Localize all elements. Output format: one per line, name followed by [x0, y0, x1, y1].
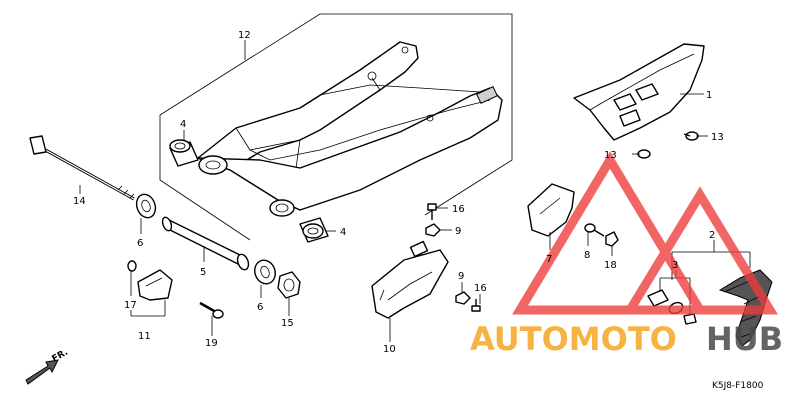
callout-11: 11: [138, 331, 151, 342]
bracket-bolt: [199, 301, 224, 319]
callout-14: 14: [73, 196, 86, 207]
callout-9-lower: 9: [458, 271, 464, 282]
guide-bolt-13-right: [683, 131, 699, 141]
pivot-shaft: [161, 216, 250, 271]
collar-18: [605, 231, 619, 247]
chain-slider-bracket: [127, 260, 173, 301]
watermark-text-right: HUB: [706, 320, 783, 358]
callout-8: 8: [584, 250, 590, 261]
callout-13-left: 13: [604, 150, 617, 161]
front-direction-arrow: [25, 359, 59, 385]
automotohub-logo-mark: [512, 151, 779, 315]
callout-3: 3: [672, 260, 678, 271]
callout-12: 12: [238, 30, 251, 41]
pivot-nut: [277, 271, 301, 299]
nut-9-upper: [425, 223, 441, 237]
swingarm-group-outline: [159, 13, 513, 216]
callout-1: 1: [706, 90, 712, 101]
chain-slider: [371, 240, 449, 319]
callout-19: 19: [205, 338, 218, 349]
callout-17: 17: [124, 300, 137, 311]
callout-4-left: 4: [180, 119, 186, 130]
callout-4-right: 4: [340, 227, 346, 238]
callout-6-right: 6: [257, 302, 263, 313]
callout-10: 10: [383, 344, 396, 355]
callout-5: 5: [200, 267, 206, 278]
pivot-bushing-right: [299, 217, 329, 243]
watermark-text-left: AUTOMOTO: [470, 320, 677, 358]
callout-18: 18: [604, 260, 617, 271]
callout-2: 2: [709, 230, 715, 241]
callout-16-lower: 16: [474, 283, 487, 294]
nut-9-lower: [455, 291, 471, 305]
bolt-16-upper: [427, 203, 437, 220]
callout-7: 7: [546, 254, 552, 265]
washer-left: [135, 193, 157, 219]
chain-guide: [573, 43, 705, 141]
callout-16-upper: 16: [452, 204, 465, 215]
pivot-bushing-left: [169, 139, 199, 167]
guide-bolt-8: [584, 223, 605, 237]
diagram-code: K5J8-F1800: [712, 381, 764, 391]
bolt-16-lower: [471, 299, 481, 312]
pivot-bolt: [29, 135, 135, 201]
chain-guide-slider: [527, 183, 575, 237]
front-direction-label: FR.: [51, 348, 70, 365]
washer-right: [254, 259, 276, 285]
callout-6-left: 6: [137, 238, 143, 249]
callout-9-upper: 9: [455, 226, 461, 237]
swingarm: [197, 41, 503, 217]
swingarm-group-outline-lower: [159, 115, 251, 241]
callout-15: 15: [281, 318, 294, 329]
callout-13-right: 13: [711, 132, 724, 143]
